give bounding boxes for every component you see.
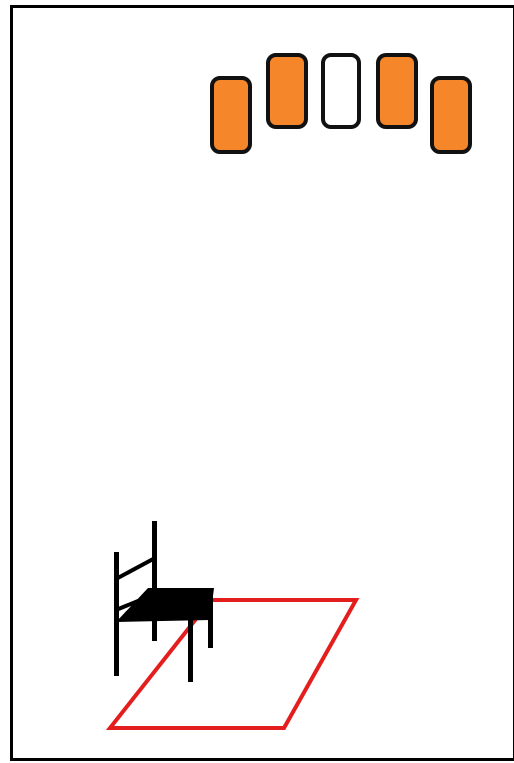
chair-front-leg [188, 616, 193, 682]
slot-filled [432, 78, 470, 152]
slot-row [212, 55, 470, 152]
chair-back-slat [116, 558, 155, 579]
slot-filled [268, 55, 306, 127]
slot-filled [378, 55, 416, 127]
chair-back-post-right [152, 521, 157, 641]
chair-front-leg [208, 588, 213, 648]
slot-filled [212, 78, 250, 152]
chair-back-post-left [114, 552, 119, 676]
slot-empty [323, 55, 359, 127]
